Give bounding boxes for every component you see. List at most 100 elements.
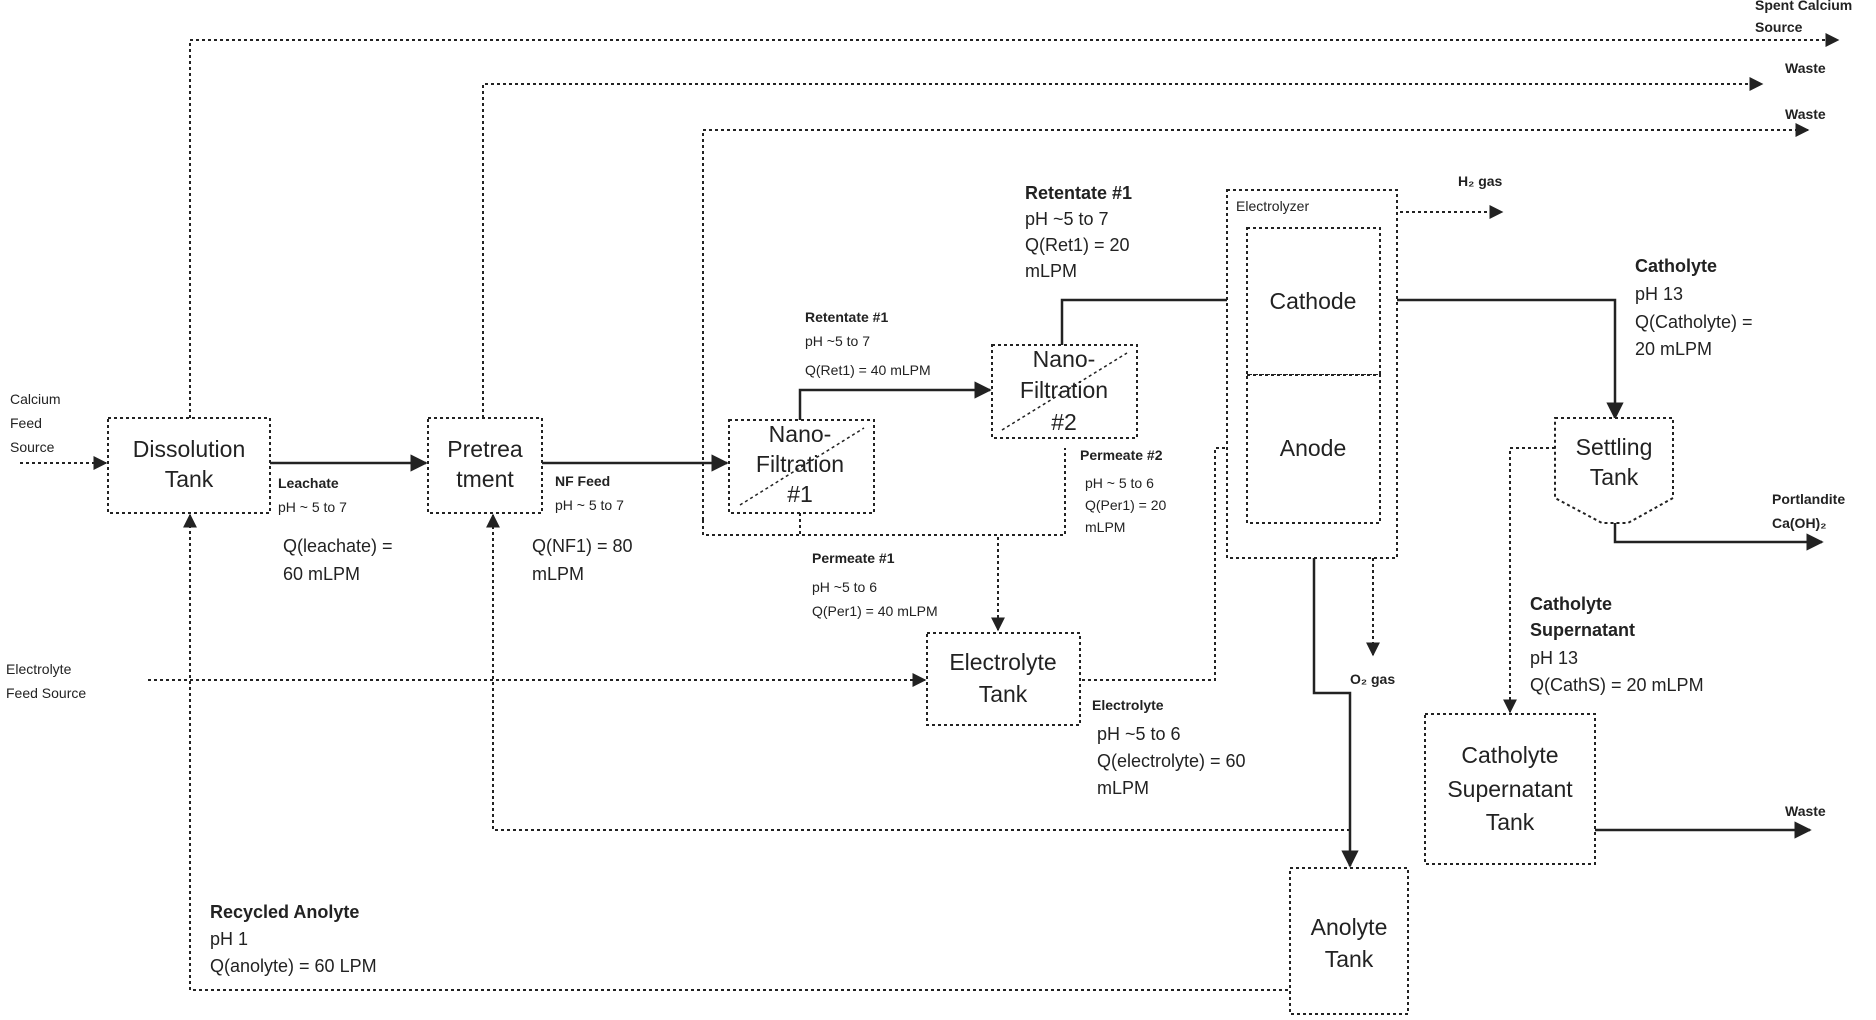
cathS-flow: Q(CathS) = 20 mLPM [1530, 675, 1704, 695]
retentate-1-upper-annotation: Retentate #1 pH ~5 to 7 Q(Ret1) = 20 mLP… [1025, 183, 1132, 281]
supernatant-line [1510, 448, 1555, 712]
catholyte-flow-2: 20 mLPM [1635, 339, 1712, 359]
anode: Anode [1247, 375, 1380, 523]
ret1-mid-ph: pH ~5 to 7 [805, 333, 870, 349]
per2-flow-2: mLPM [1085, 519, 1125, 535]
per1-flow: Q(Per1) = 40 mLPM [812, 603, 938, 619]
electrolyzer-label: Electrolyzer [1236, 198, 1309, 214]
cathode-label: Cathode [1270, 288, 1357, 314]
cst-label-2: Supernatant [1447, 776, 1573, 802]
nf-feed-annotation: NF Feed pH ~ 5 to 7 Q(NF1) = 80 mLPM [532, 473, 633, 584]
electrolyte-tank: Electrolyte Tank [927, 633, 1080, 725]
electrolyte-feed-1: Electrolyte [6, 661, 72, 677]
electrolyte-annotation: Electrolyte pH ~5 to 6 Q(electrolyte) = … [1092, 697, 1246, 798]
catholyte-name: Catholyte [1635, 256, 1717, 276]
calcium-feed-2: Feed [10, 415, 42, 431]
electrolyte-name: Electrolyte [1092, 697, 1164, 713]
calcium-feed-1: Calcium [10, 391, 61, 407]
settling-tank-label-2: Tank [1590, 464, 1639, 490]
anolyte-flow: Q(anolyte) = 60 LPM [210, 956, 377, 976]
waste-2-label: Waste [1785, 106, 1826, 122]
electrolyte-tank-label-1: Electrolyte [949, 649, 1056, 675]
electrolyte-feed-source: Electrolyte Feed Source [6, 661, 86, 701]
per2-ph: pH ~ 5 to 6 [1085, 475, 1154, 491]
anolyte-tank-label-2: Tank [1325, 946, 1374, 972]
recycled-anolyte-annotation: Recycled Anolyte pH 1 Q(anolyte) = 60 LP… [210, 902, 377, 976]
leachate-annotation: Leachate pH ~ 5 to 7 Q(leachate) = 60 mL… [278, 475, 393, 584]
cst-label-3: Tank [1486, 809, 1535, 835]
ret1-upper-ph: pH ~5 to 7 [1025, 209, 1109, 229]
cst-label-1: Catholyte [1461, 742, 1558, 768]
dissolution-tank-label-1: Dissolution [133, 436, 246, 462]
spent-calcium-label-1: Spent Calcium [1755, 0, 1852, 13]
catholyte-annotation: Catholyte pH 13 Q(Catholyte) = 20 mLPM [1635, 256, 1753, 359]
catholyte-flow-1: Q(Catholyte) = [1635, 312, 1753, 332]
pretreatment-label-1: Pretrea [447, 436, 523, 462]
leachate-name: Leachate [278, 475, 339, 491]
catholyte-arrow [1380, 300, 1615, 418]
nf-feed-flow-2: mLPM [532, 564, 584, 584]
permeate-2-annotation: Permeate #2 pH ~ 5 to 6 Q(Per1) = 20 mLP… [1080, 447, 1167, 535]
cathS-ph: pH 13 [1530, 648, 1578, 668]
per2-flow-1: Q(Per1) = 20 [1085, 497, 1167, 513]
nf-feed-name: NF Feed [555, 473, 610, 489]
anolyte-ph: pH 1 [210, 929, 248, 949]
per2-name: Permeate #2 [1080, 447, 1163, 463]
calcium-feed-3: Source [10, 439, 55, 455]
retentate-mid-arrow [800, 390, 990, 420]
leachate-ph: pH ~ 5 to 7 [278, 499, 347, 515]
nf1-label-2: Filtration [756, 451, 844, 477]
nf-feed-flow-1: Q(NF1) = 80 [532, 536, 633, 556]
cathS-name-1: Catholyte [1530, 594, 1612, 614]
o2-gas-label: O₂ gas [1350, 671, 1395, 687]
spent-calcium-label-2: Source [1755, 19, 1803, 35]
nanofiltration-1: Nano- Filtration #1 [729, 420, 874, 513]
cathS-name-2: Supernatant [1530, 620, 1635, 640]
catholyte-supernatant-tank: Catholyte Supernatant Tank [1425, 714, 1595, 864]
electrolyte-ph: pH ~5 to 6 [1097, 724, 1181, 744]
recycle-to-pretreatment-line [493, 515, 1350, 830]
pretreatment-label-2: tment [456, 466, 514, 492]
retentate-upper-arrow [1062, 300, 1245, 345]
cathode: Cathode [1247, 228, 1380, 375]
portlandite-label-1: Portlandite [1772, 491, 1845, 507]
electrolyte-tank-label-2: Tank [979, 681, 1028, 707]
portlandite-label-2: Ca(OH)₂ [1772, 515, 1826, 531]
leachate-flow-2: 60 mLPM [283, 564, 360, 584]
ret1-upper-flow-1: Q(Ret1) = 20 [1025, 235, 1130, 255]
nf1-label-3: #1 [787, 481, 813, 507]
nf2-label-2: Filtration [1020, 377, 1108, 403]
anode-label: Anode [1280, 435, 1347, 461]
electrolyte-feed-2: Feed Source [6, 685, 86, 701]
pretreatment-unit: Pretrea tment [428, 418, 542, 513]
dissolution-tank-label-2: Tank [165, 466, 214, 492]
anolyte-tank: Anolyte Tank [1290, 868, 1408, 1014]
nf-feed-ph: pH ~ 5 to 7 [555, 497, 624, 513]
anode-to-anolyte-arrow [1314, 523, 1350, 866]
ret1-upper-name: Retentate #1 [1025, 183, 1132, 203]
dissolution-tank: Dissolution Tank [108, 418, 270, 513]
calcium-feed-source: Calcium Feed Source [10, 391, 61, 455]
catholyte-ph: pH 13 [1635, 284, 1683, 304]
retentate-1-mid-annotation: Retentate #1 pH ~5 to 7 Q(Ret1) = 40 mLP… [805, 309, 931, 378]
per1-ph: pH ~5 to 6 [812, 579, 877, 595]
settling-tank: Settling Tank [1555, 418, 1673, 523]
nf1-label-1: Nano- [769, 421, 832, 447]
waste-3-label: Waste [1785, 803, 1826, 819]
anolyte-tank-label-1: Anolyte [1311, 914, 1388, 940]
nf2-label-1: Nano- [1033, 346, 1096, 372]
h2-gas-label: H₂ gas [1458, 173, 1503, 189]
anolyte-name: Recycled Anolyte [210, 902, 359, 922]
leachate-flow-1: Q(leachate) = [283, 536, 393, 556]
electrolyte-flow-1: Q(electrolyte) = 60 [1097, 751, 1246, 771]
catholyte-supernatant-annotation: Catholyte Supernatant pH 13 Q(CathS) = 2… [1530, 594, 1704, 695]
electrolyte-flow-2: mLPM [1097, 778, 1149, 798]
permeate-1-annotation: Permeate #1 pH ~5 to 6 Q(Per1) = 40 mLPM [812, 550, 938, 619]
nf2-label-3: #2 [1051, 409, 1077, 435]
ret1-upper-flow-2: mLPM [1025, 261, 1077, 281]
ret1-mid-flow: Q(Ret1) = 40 mLPM [805, 362, 931, 378]
settling-tank-label-1: Settling [1576, 434, 1653, 460]
ret1-mid-name: Retentate #1 [805, 309, 888, 325]
nanofiltration-2: Nano- Filtration #2 [992, 345, 1137, 438]
